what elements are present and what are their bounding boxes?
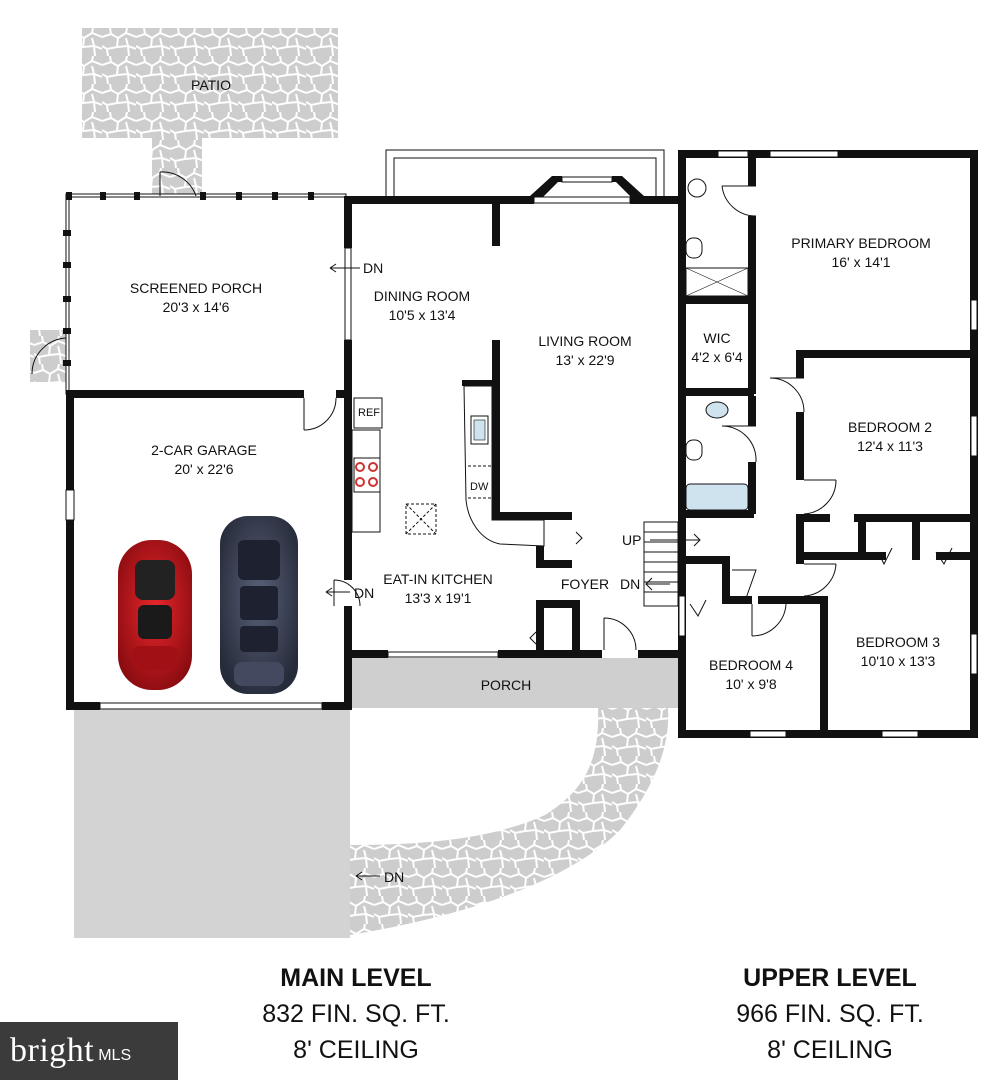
bedroom-3-dims: 10'10 x 13'3 [861,653,936,669]
screened-porch-label: SCREENED PORCH [130,280,262,296]
main-level-ceiling: 8' CEILING [293,1036,419,1064]
bay-window-outline [385,149,665,196]
screened-porch-enclosure [63,171,347,395]
living-room-label: LIVING ROOM [538,333,631,349]
dw-label: DW [470,481,489,493]
driveway [74,708,350,938]
dining-room-label: DINING ROOM [374,288,470,304]
upper-level-ceiling: 8' CEILING [767,1036,893,1064]
upper-level-doors [689,185,953,637]
up-label: UP [622,532,641,548]
side-stoop [30,330,69,382]
front-walkway [350,708,669,935]
main-level-walls [66,176,678,710]
dining-room-dims: 10'5 x 13'4 [389,307,456,323]
upper-level-title: UPPER LEVEL [743,964,917,992]
ref-label: REF [358,407,380,419]
dn-label-kitchen: DN [354,585,374,601]
patio [82,28,338,196]
screened-porch-dims: 20'3 x 14'6 [163,299,230,315]
foyer-label: FOYER [561,576,609,592]
skylight [405,503,437,535]
main-level-area: 832 FIN. SQ. FT. [262,1000,450,1028]
bedroom-4-dims: 10' x 9'8 [725,676,776,692]
wic-label: WIC [703,330,730,346]
kitchen-label: EAT-IN KITCHEN [383,571,492,587]
main-level-windows [65,176,631,710]
main-level-title: MAIN LEVEL [280,964,431,992]
upper-level-windows [678,150,978,738]
bedroom-4-label: BEDROOM 4 [709,657,793,673]
garage-dims: 20' x 22'6 [174,461,233,477]
dn-label-foyer: DN [620,576,640,592]
garage-label: 2-CAR GARAGE [151,442,257,458]
upper-level-area: 966 FIN. SQ. FT. [736,1000,924,1028]
kitchen-dims: 13'3 x 19'1 [405,590,472,606]
dn-label-dining: DN [363,260,383,276]
logo-wordmark: bright [10,1032,95,1069]
bathroom-fixtures [685,178,749,511]
wic-dims: 4'2 x 6'4 [691,349,742,365]
living-room-dims: 13' x 22'9 [555,352,614,368]
stove [353,457,381,493]
kitchen-sink [470,415,489,445]
navy-car [220,516,298,694]
patio-label: PATIO [191,77,231,93]
front-porch [350,658,678,708]
bedroom-2-label: BEDROOM 2 [848,419,932,435]
dn-arrows [325,263,583,881]
bedroom-3-label: BEDROOM 3 [856,634,940,650]
kitchen-counter [351,385,545,547]
logo-suffix: MLS [98,1047,132,1064]
primary-bedroom-dims: 16' x 14'1 [831,254,890,270]
stairs [643,521,701,607]
dn-label-walkway: DN [384,869,404,885]
red-car [118,540,192,690]
main-level-doors [303,397,637,651]
bedroom-2-dims: 12'4 x 11'3 [857,438,923,454]
bright-mls-logo: bright MLS [0,1022,178,1080]
porch-label: PORCH [481,677,532,693]
primary-bedroom-label: PRIMARY BEDROOM [791,235,931,251]
